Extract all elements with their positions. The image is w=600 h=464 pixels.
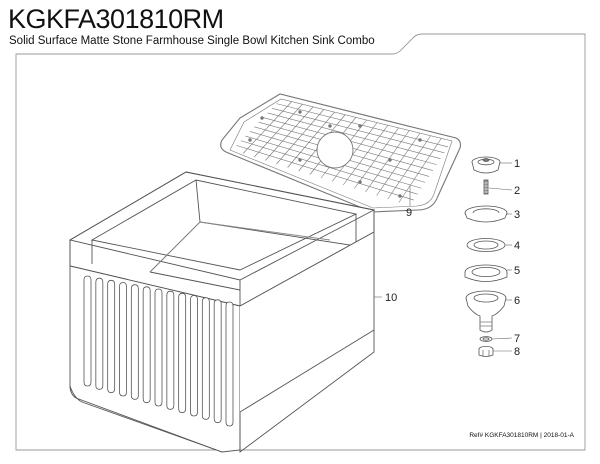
grid-wire xyxy=(236,145,414,201)
callout-8: 8 xyxy=(514,346,520,358)
page-border xyxy=(15,33,586,451)
grid-foot xyxy=(398,194,402,198)
bottom-grid xyxy=(220,93,462,213)
farmhouse-sink xyxy=(68,171,376,453)
reference-footer: Ref# KGKFA301810RM | 2018-01-A xyxy=(469,432,574,439)
product-description: Solid Surface Matte Stone Farmhouse Sing… xyxy=(9,35,375,47)
grid-foot xyxy=(418,138,422,142)
grid-wire xyxy=(387,135,431,200)
basket-strainer-parts xyxy=(464,156,508,357)
apron-flute xyxy=(95,277,104,390)
grid-wire xyxy=(331,122,378,182)
apron-flute xyxy=(83,275,92,387)
apron-flute xyxy=(130,284,139,400)
callout-5: 5 xyxy=(514,265,520,277)
grid-foot xyxy=(328,124,332,128)
callout-9: 9 xyxy=(406,207,412,219)
grid-wire xyxy=(265,106,314,161)
callout-7: 7 xyxy=(514,333,520,345)
callout-1: 1 xyxy=(514,158,520,170)
grid-wire xyxy=(365,130,410,193)
apron-flute xyxy=(213,299,222,424)
friction-ring xyxy=(464,264,508,282)
grid-foot xyxy=(260,116,264,120)
apron-flute xyxy=(119,282,127,397)
callout-leaders xyxy=(374,162,513,352)
apron-flute xyxy=(201,297,210,420)
apron-flute xyxy=(225,301,234,427)
callout-4: 4 xyxy=(514,240,520,252)
grid-wire xyxy=(376,132,421,196)
rubber-gasket xyxy=(466,238,506,252)
callout-3: 3 xyxy=(514,209,520,221)
strainer-basket xyxy=(471,156,501,174)
grid-foot xyxy=(298,110,302,114)
grid-wire xyxy=(267,112,441,160)
grid-wire xyxy=(276,109,324,165)
callout-10: 10 xyxy=(385,292,397,304)
callout-6: 6 xyxy=(514,295,520,307)
grid-wire xyxy=(242,101,292,154)
washer xyxy=(479,336,493,342)
apron-flute xyxy=(166,290,175,410)
grid-foot xyxy=(248,138,252,142)
strainer-post xyxy=(483,179,489,195)
grid-foot xyxy=(358,180,362,184)
grid-wire xyxy=(343,125,389,186)
apron-flute xyxy=(190,295,198,417)
coupling-nut xyxy=(478,345,494,357)
grid-wire xyxy=(287,111,335,168)
grid-wire xyxy=(398,138,442,203)
strainer-body xyxy=(465,290,507,333)
drain-flange xyxy=(464,205,508,223)
model-number-title: KGKFA301810RM xyxy=(8,4,224,34)
apron-flute xyxy=(154,288,163,407)
apron-flute xyxy=(178,292,187,414)
grid-wire xyxy=(272,107,445,154)
callout-2: 2 xyxy=(514,185,520,197)
grid-wire xyxy=(254,104,303,158)
grid-foot xyxy=(388,158,392,162)
apron-flute xyxy=(142,286,151,404)
grid-foot xyxy=(358,124,362,128)
grid-wire xyxy=(354,127,399,189)
apron-flute xyxy=(107,279,116,394)
grid-foot xyxy=(298,158,302,162)
callout-labels: 1 2 3 4 5 6 7 8 9 10 xyxy=(385,158,520,358)
